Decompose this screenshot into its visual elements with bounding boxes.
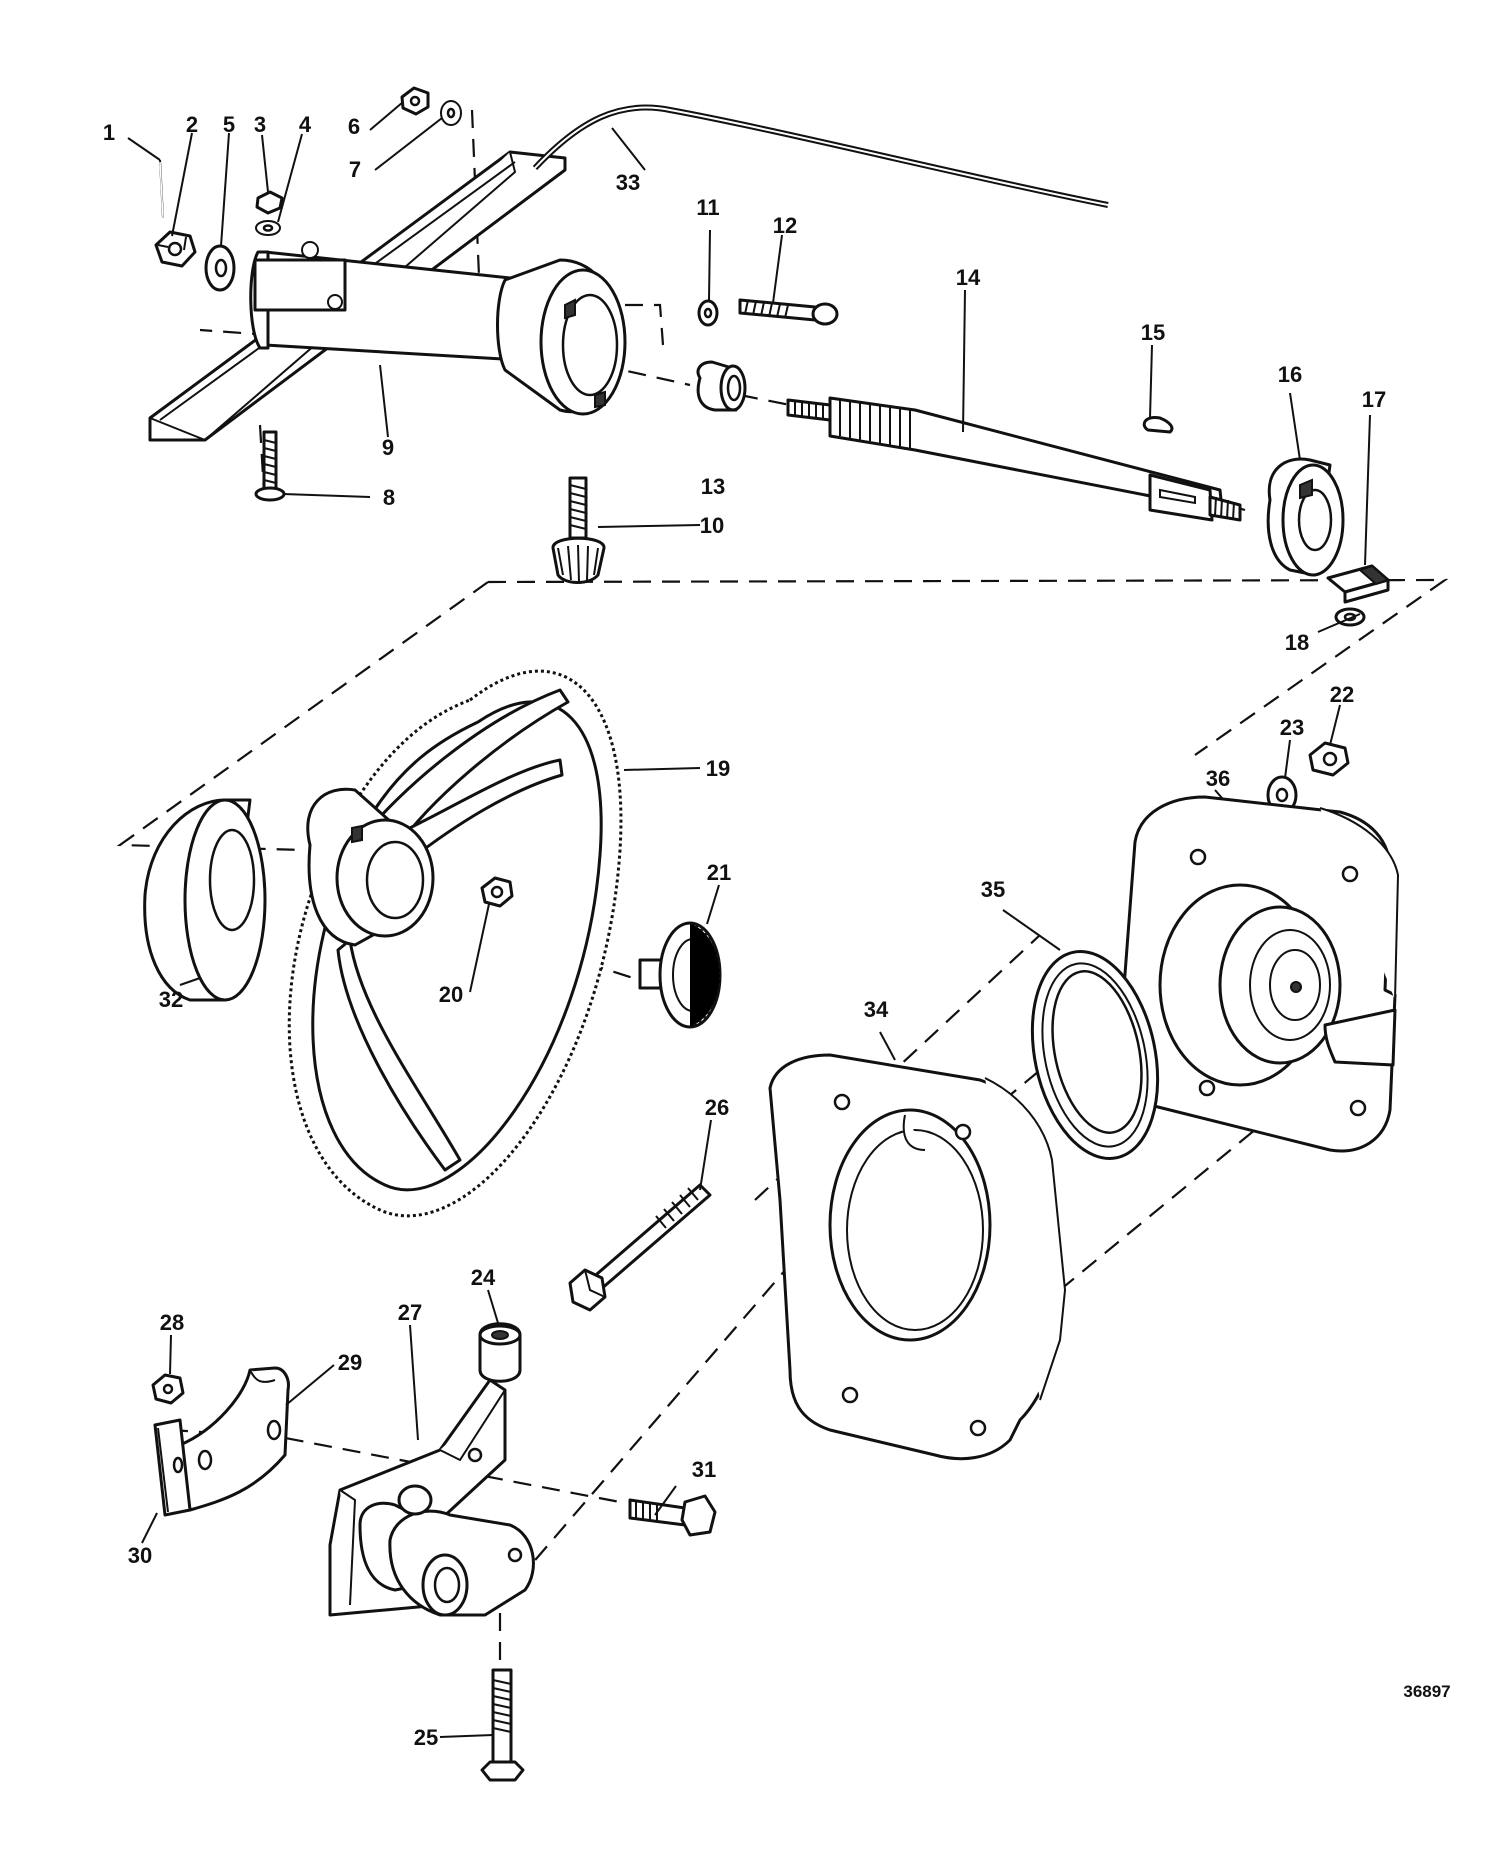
steering-shaft	[786, 396, 1242, 522]
callout-leader-lines	[127, 101, 1371, 1738]
callout-14: 14	[956, 265, 981, 290]
spacer-ring	[143, 798, 267, 1002]
bracket	[328, 1378, 535, 1617]
callout-11: 11	[696, 195, 719, 220]
washer-4	[255, 220, 281, 236]
steering-column-tube	[249, 241, 627, 416]
nut-22	[1308, 741, 1350, 777]
callout-32: 32	[159, 987, 183, 1012]
callout-16: 16	[1278, 362, 1302, 387]
callout-5: 5	[223, 112, 235, 137]
front-mounting-plate	[768, 1053, 1067, 1461]
callouts: 1 2 3 4 5 6 7 8 9 10 11 12 13 14 15 16 1…	[103, 112, 1451, 1750]
callout-4: 4	[299, 112, 312, 137]
callout-28: 28	[160, 1310, 184, 1335]
nut-28	[151, 1373, 185, 1405]
callout-17: 17	[1362, 387, 1386, 412]
callout-31: 31	[692, 1457, 716, 1482]
callout-27: 27	[398, 1300, 422, 1325]
callout-34: 34	[864, 997, 889, 1022]
callout-35: 35	[981, 877, 1005, 902]
washer-5	[204, 244, 236, 292]
callout-30: 30	[128, 1543, 152, 1568]
nut-3	[255, 190, 284, 215]
callout-9: 9	[382, 435, 394, 460]
callout-25: 25	[414, 1725, 438, 1750]
callout-18: 18	[1285, 630, 1309, 655]
callout-23: 23	[1280, 715, 1304, 740]
nut-20	[480, 876, 514, 908]
clamp-plate-30	[153, 1418, 192, 1517]
bolt-8	[254, 430, 286, 502]
callout-13: 13	[701, 474, 725, 499]
hub-adapter	[1266, 457, 1345, 577]
screw-12	[738, 298, 839, 326]
clamp-plate-29	[178, 1366, 290, 1512]
callout-26: 26	[705, 1095, 729, 1120]
callout-6: 6	[348, 114, 360, 139]
nut-6	[400, 86, 430, 116]
key-17	[1326, 564, 1390, 604]
washer-7	[440, 100, 462, 126]
callout-24: 24	[471, 1265, 496, 1290]
callout-1: 1	[103, 120, 115, 145]
tilt-knob	[551, 476, 606, 584]
callout-7: 7	[349, 157, 361, 182]
callout-21: 21	[707, 860, 731, 885]
castle-nut	[154, 230, 197, 268]
callout-15: 15	[1141, 320, 1165, 345]
long-bolt	[568, 1183, 712, 1312]
woodruff-key	[1142, 415, 1174, 434]
callout-2: 2	[186, 112, 198, 137]
washer-11	[697, 299, 719, 327]
callout-8: 8	[383, 485, 395, 510]
cotter-pin	[159, 159, 164, 219]
figure-number: 36897	[1403, 1682, 1450, 1701]
callout-22: 22	[1330, 682, 1354, 707]
bushing	[696, 360, 747, 412]
callout-20: 20	[439, 982, 463, 1007]
callout-12: 12	[773, 213, 797, 238]
center-cap	[638, 921, 722, 1029]
bolt-25	[480, 1668, 525, 1782]
steering-cable	[532, 104, 1109, 208]
seal-ring	[1030, 950, 1160, 1160]
callout-33: 33	[616, 170, 640, 195]
callout-36: 36	[1206, 766, 1230, 791]
bolt-31	[628, 1494, 717, 1537]
callout-3: 3	[254, 112, 266, 137]
callout-10: 10	[700, 513, 724, 538]
lock-nut	[478, 1322, 522, 1383]
callout-19: 19	[706, 756, 730, 781]
callout-29: 29	[338, 1350, 362, 1375]
rear-mounting-plate	[1118, 795, 1400, 1153]
steering-wheel	[287, 669, 623, 1218]
